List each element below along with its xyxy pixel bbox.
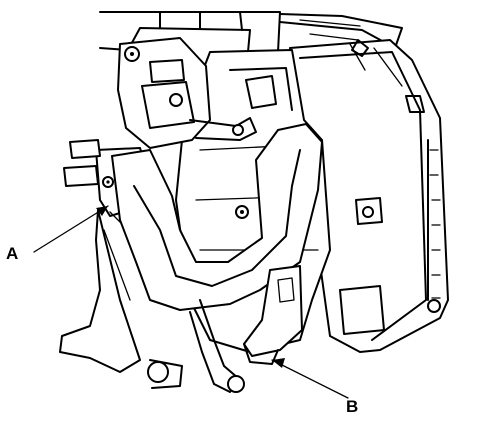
heater-pipe	[111, 123, 323, 393]
callout-label-a: A	[6, 244, 19, 263]
callout-label-b: B	[346, 397, 359, 416]
heater-case-right	[289, 39, 449, 353]
case-ribs	[427, 139, 441, 313]
actuator-motor	[117, 37, 257, 149]
lower-mount	[243, 265, 303, 365]
leader-line-a	[33, 205, 109, 253]
leader-line-b	[271, 358, 349, 399]
